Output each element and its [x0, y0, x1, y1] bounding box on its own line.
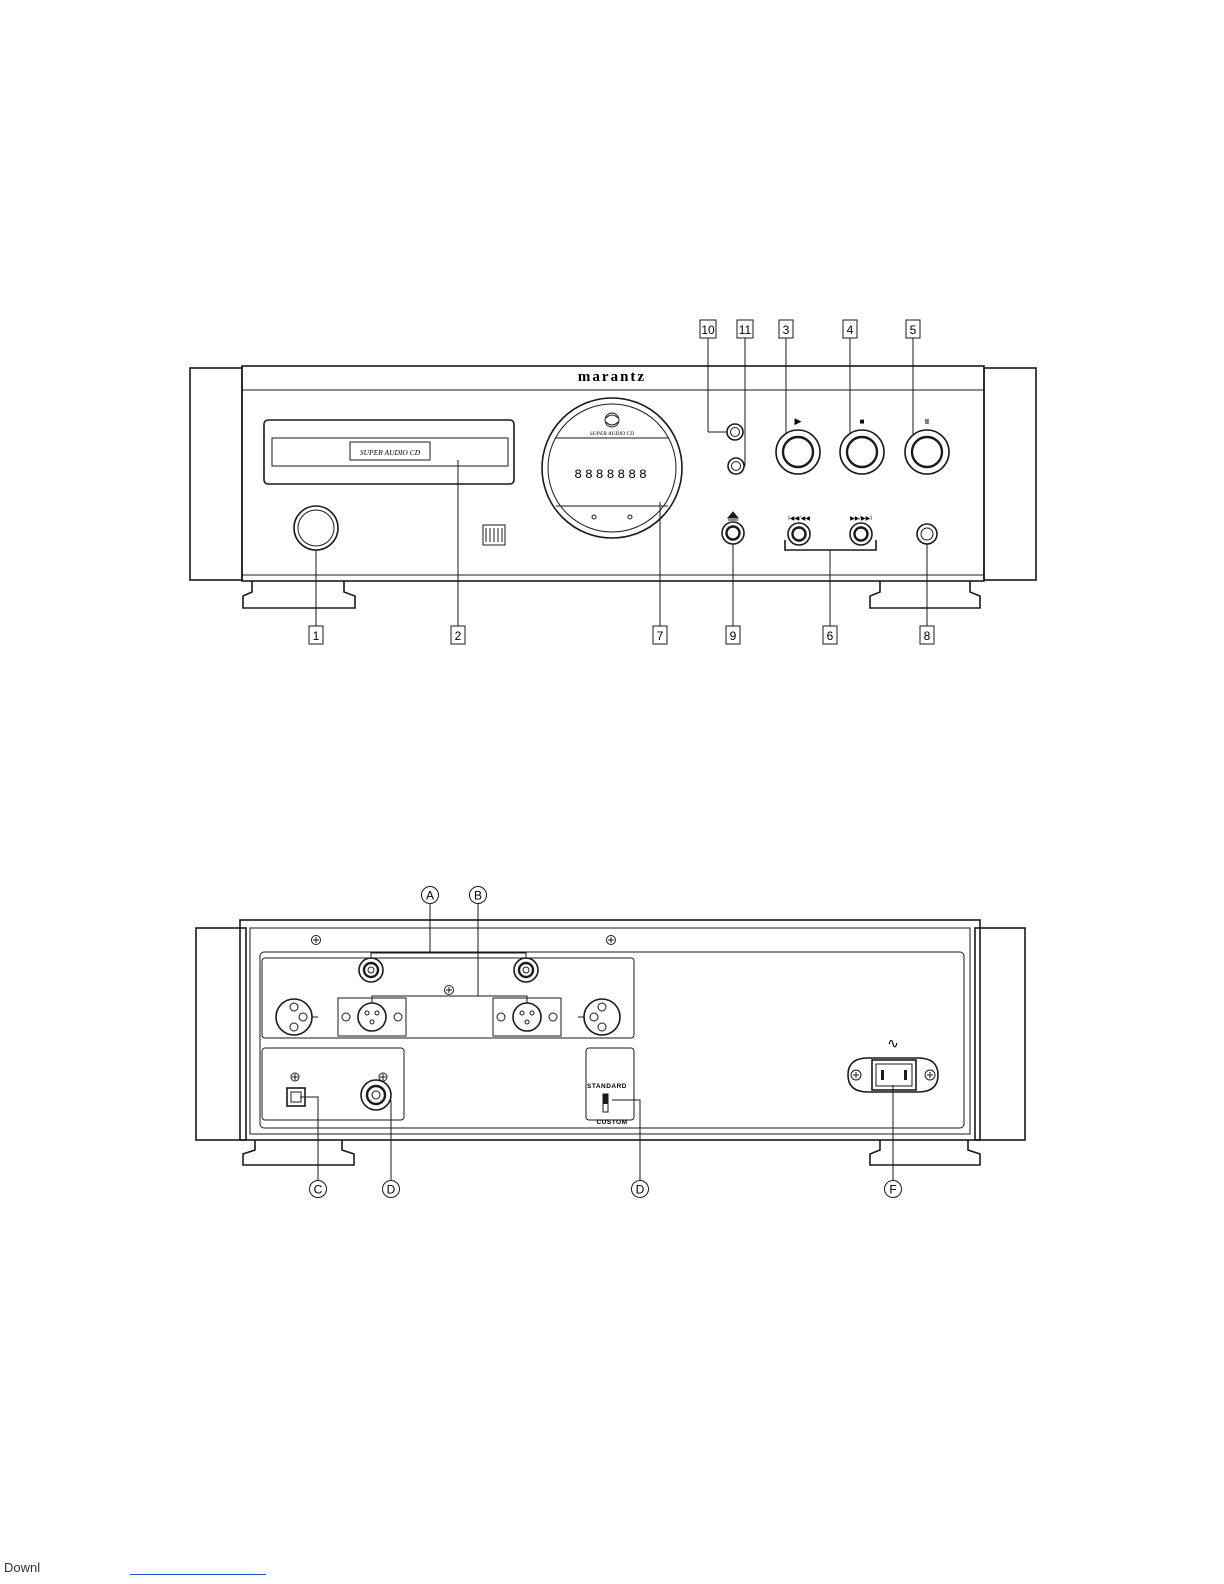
- rear-left-foot: [243, 1140, 354, 1165]
- callout-F: F: [885, 1181, 902, 1198]
- callout-9: 9: [726, 626, 740, 644]
- disc-tray-label: SUPER AUDIO CD: [360, 448, 421, 457]
- skip-forward-symbol: ▶▶/▶▶I: [850, 516, 872, 522]
- front-right-foot: [870, 581, 980, 608]
- stop-symbol: ■: [860, 417, 865, 426]
- pause-symbol: II: [925, 419, 929, 426]
- svg-text:3: 3: [783, 323, 790, 337]
- callout-1: 1: [309, 626, 323, 644]
- eject-icon: [728, 512, 738, 520]
- display-readout: 8888888: [574, 467, 650, 482]
- compact-disc-logo: [483, 525, 505, 545]
- left-side-cheek: [190, 368, 242, 580]
- svg-text:C: C: [314, 1183, 323, 1197]
- skip-forward-button[interactable]: ▶▶/▶▶I: [850, 516, 872, 545]
- screw-icon: [312, 936, 321, 945]
- switch-label-standard: STANDARD: [587, 1083, 627, 1090]
- skip-back-symbol: I◀◀/◀◀: [788, 516, 810, 522]
- rear-right-foot: [870, 1140, 980, 1165]
- pause-button[interactable]: II: [905, 419, 949, 474]
- eject-button[interactable]: [722, 512, 744, 544]
- svg-text:1: 1: [313, 629, 320, 643]
- rear-panel-diagram: STANDARD CUSTOM ∿ A B C D: [0, 860, 1224, 1220]
- xlr-output-right[interactable]: [493, 998, 561, 1036]
- rear-right-side-cheek: [975, 928, 1025, 1140]
- xlr-output-left[interactable]: [338, 998, 406, 1036]
- svg-text:11: 11: [739, 323, 752, 337]
- skip-back-button[interactable]: I◀◀/◀◀: [788, 516, 810, 545]
- callout-A: A: [422, 887, 439, 904]
- display-indicator-right: [628, 515, 632, 519]
- svg-text:2: 2: [455, 629, 462, 643]
- stop-button[interactable]: ■: [840, 417, 884, 474]
- xlr-ground-right: [578, 999, 620, 1035]
- svg-text:F: F: [889, 1183, 896, 1197]
- front-left-foot: [243, 581, 355, 608]
- rear-left-side-cheek: [196, 928, 246, 1140]
- display-indicator-left: [592, 515, 596, 519]
- svg-text:D: D: [387, 1183, 396, 1197]
- small-button-11[interactable]: [728, 458, 744, 474]
- switch-label-custom: CUSTOM: [596, 1119, 627, 1126]
- rear-leader-lines: [300, 903, 893, 1180]
- disc-tray[interactable]: SUPER AUDIO CD: [264, 420, 514, 484]
- ac-symbol: ∿: [887, 1035, 899, 1051]
- coaxial-output-jack[interactable]: [361, 1073, 391, 1110]
- right-side-cheek: [984, 368, 1036, 580]
- callout-5: 5: [906, 320, 920, 338]
- callout-8: 8: [920, 626, 934, 644]
- optical-output-jack[interactable]: [287, 1073, 305, 1106]
- remote-sensor: [727, 424, 743, 440]
- callout-3: 3: [779, 320, 793, 338]
- svg-text:6: 6: [827, 629, 834, 643]
- footer-text: Downl: [4, 1560, 40, 1575]
- screw-icon: [445, 986, 454, 995]
- brand-logo: marantz: [578, 369, 646, 385]
- screw-icon: [607, 936, 616, 945]
- rca-output-left[interactable]: [359, 958, 383, 982]
- callout-6: 6: [823, 626, 837, 644]
- power-button[interactable]: [294, 506, 338, 550]
- display-logo-caption: SUPER AUDIO CD: [590, 431, 634, 437]
- callout-2: 2: [451, 626, 465, 644]
- display-window: SUPER AUDIO CD 8888888: [542, 398, 682, 538]
- front-panel-diagram: marantz SUPER AUDIO CD SUPER AUDIO CD 88…: [0, 0, 1224, 700]
- svg-text:B: B: [474, 889, 482, 903]
- play-symbol: ▶: [795, 416, 802, 426]
- callout-D-coaxial: D: [383, 1181, 400, 1198]
- xlr-ground-left: [276, 999, 318, 1035]
- callout-4: 4: [843, 320, 857, 338]
- rca-output-right[interactable]: [514, 958, 538, 982]
- callout-10: 10: [700, 320, 716, 338]
- phones-jack[interactable]: [917, 524, 937, 544]
- svg-text:D: D: [636, 1183, 645, 1197]
- sacd-logo-icon: [605, 413, 619, 427]
- footer-link-underline[interactable]: [130, 1574, 266, 1575]
- callout-B: B: [470, 887, 487, 904]
- callout-7: 7: [653, 626, 667, 644]
- play-button[interactable]: ▶: [776, 416, 820, 474]
- rear-chassis: [240, 920, 980, 1140]
- callout-C: C: [310, 1181, 327, 1198]
- svg-text:10: 10: [701, 323, 715, 337]
- svg-text:7: 7: [657, 629, 664, 643]
- svg-text:A: A: [426, 889, 434, 903]
- analog-output-panel: [262, 958, 634, 1038]
- callout-11: 11: [737, 320, 753, 338]
- callout-D-switch: D: [632, 1181, 649, 1198]
- svg-text:9: 9: [730, 629, 737, 643]
- svg-text:5: 5: [910, 323, 917, 337]
- svg-text:8: 8: [924, 629, 931, 643]
- svg-text:4: 4: [847, 323, 854, 337]
